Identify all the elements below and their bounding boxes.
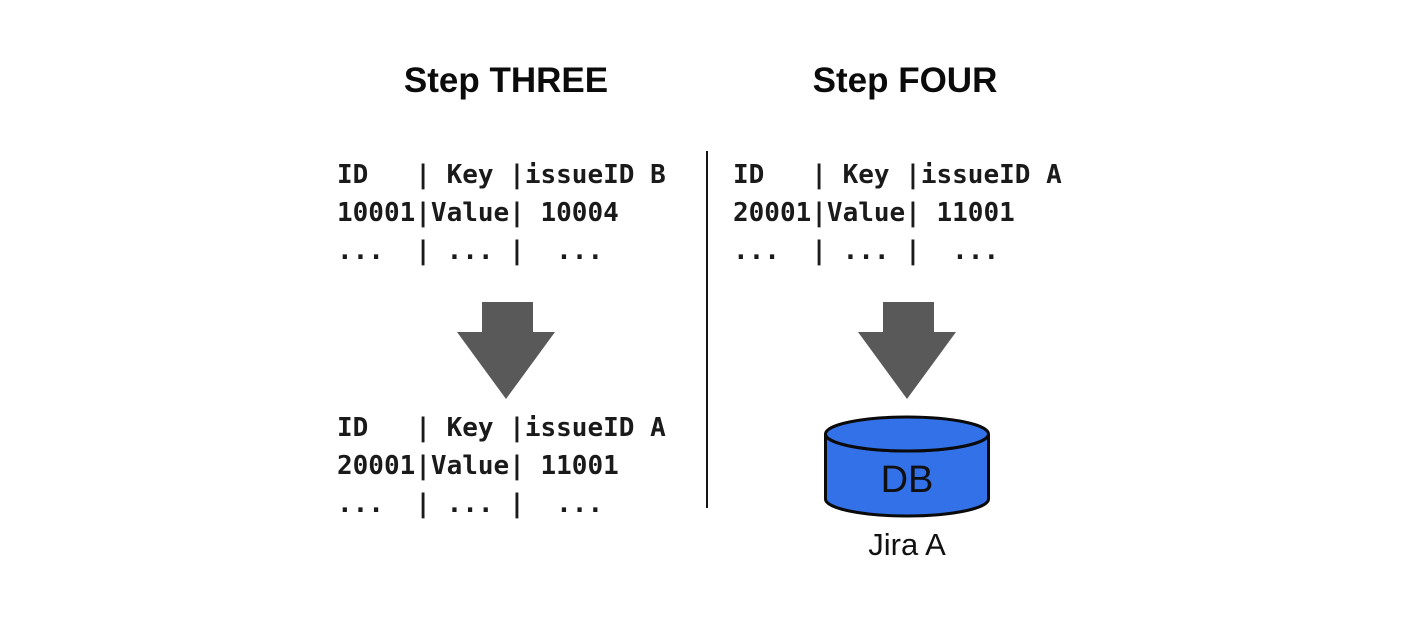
database-lid: [825, 417, 989, 451]
table-row: 20001|Value| 11001: [337, 451, 619, 481]
step-four-title: Step FOUR: [812, 61, 998, 100]
table-row: ID | Key |issueID B: [337, 160, 666, 190]
arrow-down-icon: [858, 302, 956, 399]
database-icon: DB: [824, 415, 990, 518]
table-row: ... | ... | ...: [337, 236, 604, 266]
arrow-down-icon: [457, 302, 555, 399]
table-row: ID | Key |issueID A: [337, 413, 666, 443]
mapping-table-step-four: ID | Key |issueID A 20001|Value| 11001...…: [733, 156, 1062, 270]
table-row: ID | Key |issueID A: [733, 160, 1062, 190]
step-three-title: Step THREE: [403, 61, 609, 100]
database-label: DB: [881, 459, 934, 501]
table-row: ... | ... | ...: [337, 489, 604, 519]
table-row: 20001|Value| 11001: [733, 198, 1015, 228]
mapping-table-step-three-before: ID | Key |issueID B 10001|Value| 10004...…: [337, 156, 666, 270]
arrow-down-shape: [858, 302, 956, 399]
database-caption: Jira A: [868, 527, 946, 562]
table-row: 10001|Value| 10004: [337, 198, 619, 228]
arrow-down-shape: [457, 302, 555, 399]
database-lid-outline: [824, 415, 990, 453]
mapping-table-step-three-after: ID | Key |issueID A 20001|Value| 11001...…: [337, 409, 666, 523]
column-divider: [706, 151, 708, 508]
database-body: [825, 434, 989, 516]
table-row: ... | ... | ...: [733, 236, 1000, 266]
